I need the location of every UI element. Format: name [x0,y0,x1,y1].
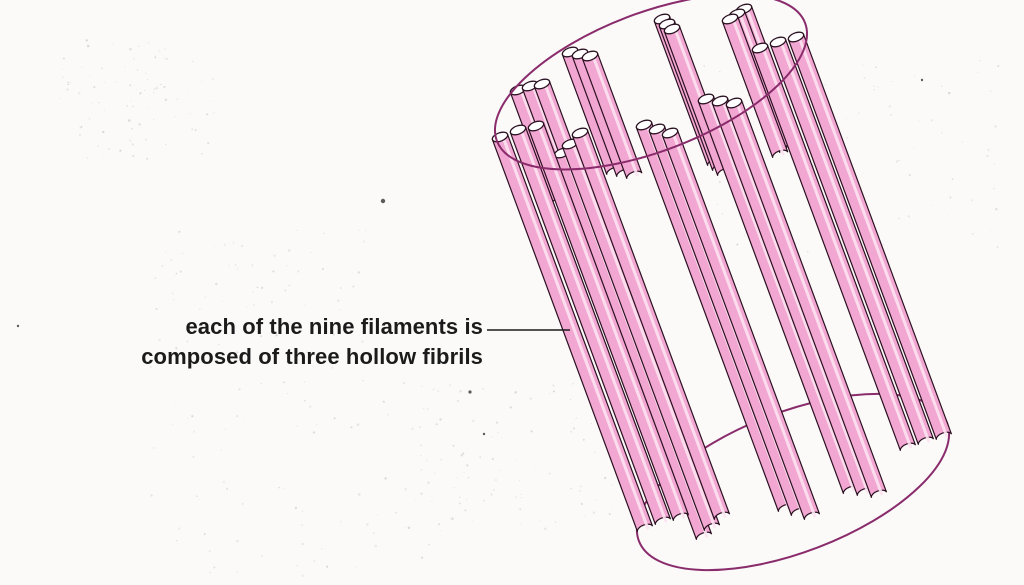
hollow-fibril [527,120,690,521]
filament-group-7 [635,119,821,520]
cylinder-top-rim [493,0,809,171]
hollow-fibril [571,127,731,520]
hollow-fibril [561,138,721,531]
hollow-fibril [787,31,953,440]
hollow-fibril [751,42,917,451]
hollow-fibril [661,127,821,520]
filament-label-line-2: composed of three hollow fibrils [141,344,483,369]
hollow-fibril [509,124,672,525]
filament-group-9 [491,120,690,532]
filament-group-3 [561,46,643,179]
filament-group-8 [553,127,731,540]
hollow-fibril [769,36,935,445]
filament-group-5 [697,93,888,498]
hollow-fibril [581,50,643,179]
hollow-fibril [725,97,888,498]
hollow-fibril [721,13,789,158]
filament-label-line-1: each of the nine filaments is [185,314,483,339]
filament-group-6 [751,31,953,451]
